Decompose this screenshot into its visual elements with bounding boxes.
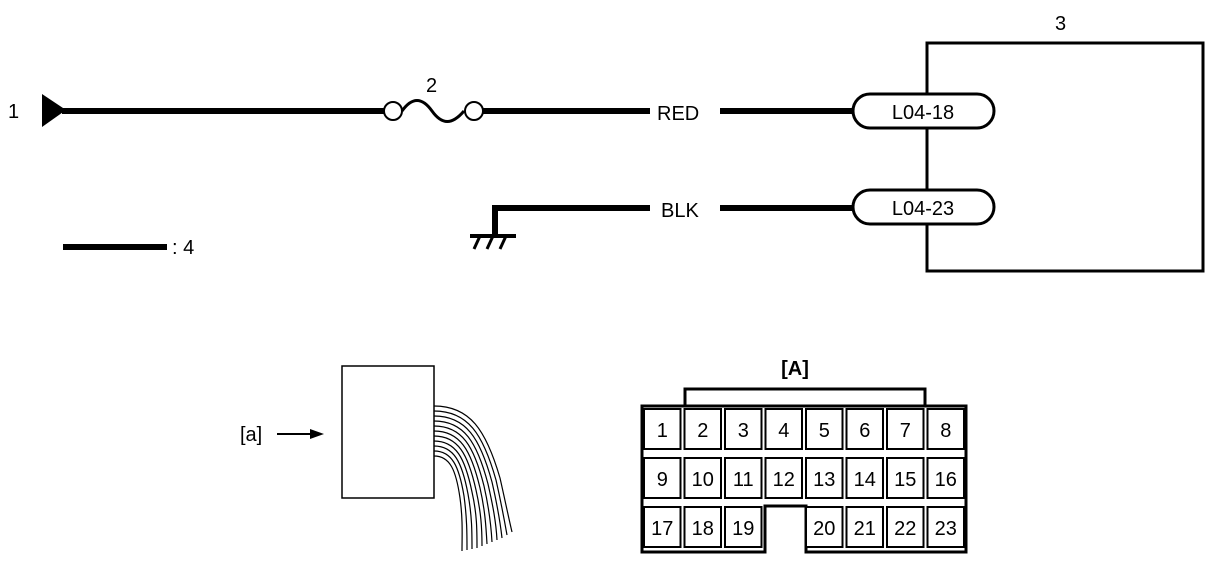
pin-label-11: 11 [733,469,754,491]
pin-label-16: 16 [935,469,957,491]
pin-label-19: 19 [732,518,754,540]
pin-cell-22 [886,506,925,548]
pin-cell-12 [764,457,803,499]
connector-body [341,365,435,499]
pin-label-17: 17 [651,518,673,540]
view-label: [a] [240,424,262,446]
pin-cell-6 [845,408,884,450]
pin-cell-8 [926,408,965,450]
pin-cell-7 [886,408,925,450]
pin-label-20: 20 [813,518,835,540]
pin-label-21: 21 [854,518,876,540]
wire-bundle [433,405,513,552]
pin-cell-1 [643,408,682,450]
pin-label-5: 5 [819,420,830,442]
pin-label-8: 8 [940,420,951,442]
pin-cell-9 [643,457,682,499]
pin-cell-5 [805,408,844,450]
pin-label-4: 4 [778,420,789,442]
pin-label-10: 10 [692,469,714,491]
legend-label: : 4 [172,237,194,259]
pin-cell-23 [926,506,965,548]
view-arrow-icon [310,429,324,439]
wire-label-red: RED [657,103,699,125]
pin-cell-13 [805,457,844,499]
terminal-l04-23 [851,188,996,226]
input-arrow-icon [42,94,66,127]
callout-fuse: 2 [426,75,437,97]
pin-cell-18 [683,506,722,548]
pin-label-2: 2 [697,420,708,442]
pin-cell-10 [683,457,722,499]
pin-cell-14 [845,457,884,499]
module-box [925,41,1205,273]
pin-cell-17 [643,506,682,548]
pin-label-23: 23 [935,518,957,540]
pin-cell-15 [886,457,925,499]
pin-cell-11 [724,457,763,499]
pin-cell-21 [845,506,884,548]
ground-icon [470,208,516,250]
callout-module: 3 [1055,13,1066,35]
pin-label-7: 7 [900,420,911,442]
pin-label-13: 13 [813,469,835,491]
pin-cell-2 [683,408,722,450]
wire-label-blk: BLK [661,200,699,222]
terminal-l04-18 [851,92,996,130]
terminal-label-1: L04-18 [892,102,954,124]
pin-cell-19 [724,506,763,548]
pin-cell-4 [764,408,803,450]
pin-label-6: 6 [859,420,870,442]
pin-label-1: 1 [657,420,668,442]
pin-cell-16 [926,457,965,499]
callout-input: 1 [8,101,19,123]
pin-label-12: 12 [773,469,795,491]
connector-label: [A] [781,358,809,380]
pin-cell-3 [724,408,763,450]
fuse-symbol [383,99,484,123]
pin-cell-20 [805,506,844,548]
pin-label-9: 9 [657,469,668,491]
pin-label-18: 18 [692,518,714,540]
pin-label-22: 22 [894,518,916,540]
connector-key [683,387,927,406]
pin-label-14: 14 [854,469,876,491]
terminal-label-2: L04-23 [892,198,954,220]
pin-label-15: 15 [894,469,916,491]
pin-label-3: 3 [738,420,749,442]
